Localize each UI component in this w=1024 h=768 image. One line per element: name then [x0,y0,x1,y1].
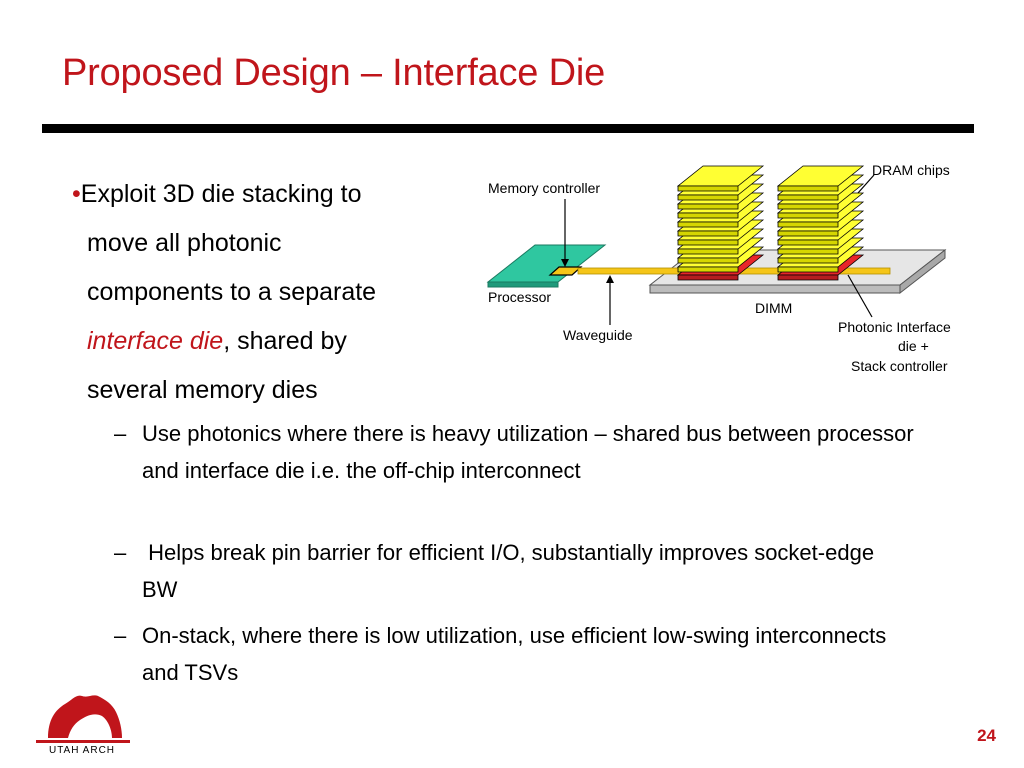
bullet-marker: • [72,180,81,208]
processor-chip [486,244,607,283]
memory-controller-block [548,266,583,276]
sub-bullet-marker: – [114,623,127,648]
sub-bullet-marker: – [114,540,127,565]
label-photonic-line-1: Photonic Interface [838,319,951,335]
processor-edge [487,281,559,288]
sub-bullet-text: On-stack, where there is low utilization… [142,623,887,685]
sub-bullet: – Helps break pin barrier for efficient … [114,534,914,608]
label-photonic-line-3: Stack controller [851,358,948,374]
arrow-dram-chips [857,174,875,194]
sub-bullet: – Use photonics where there is heavy uti… [114,415,914,489]
dram-chip-edge [777,185,839,192]
arrow-photonic-interface [847,274,873,318]
dimm-board-side [899,248,946,295]
dram-stack-1 [676,165,765,281]
label-dram-chips: DRAM chips [872,162,950,178]
title-divider [42,124,974,133]
slide-title: Proposed Design – Interface Die [62,52,606,94]
main-bullet-line-5: several memory dies [87,376,318,404]
main-bullet: •Exploit 3D die stacking to move all pho… [72,170,462,415]
label-memory-controller: Memory controller [488,180,600,196]
sub-bullet-text: Use photonics where there is heavy utili… [142,421,914,483]
dram-chip-edge [777,239,839,246]
dram-chip-edge [677,230,739,237]
dram-chip-edge [677,239,739,246]
page-number: 24 [977,726,996,745]
dram-chip-edge [677,221,739,228]
dram-chip-edge [677,185,739,192]
dram-chip-edge [677,212,739,219]
logo-base [36,740,130,743]
label-dimm: DIMM [755,300,792,316]
dram-chip-edge [677,266,739,273]
dram-stack-2 [776,165,865,281]
dram-chip-edge [677,194,739,201]
dram-chip-edge [777,266,839,273]
label-waveguide: Waveguide [563,327,633,343]
dram-chip-edge [677,257,739,264]
arrowhead-waveguide [606,275,614,283]
label-photonic-line-2: die + [898,338,929,354]
dram-chip-edge [677,248,739,255]
dram-chip-edge [777,230,839,237]
arch-icon [48,695,122,738]
main-bullet-line-1: •Exploit 3D die stacking to [72,180,362,208]
main-bullet-line-2: move all photonic [87,229,282,257]
utah-arch-logo: UTAH ARCH [36,695,130,755]
logo-text: UTAH ARCH [49,745,115,755]
dram-chip-edge [777,203,839,210]
interface-die-diagram: Memory controller Processor Waveguide DR… [486,162,951,374]
sub-bullet-marker: – [114,421,127,446]
dram-chip-edge [777,194,839,201]
dram-chip-edge [777,212,839,219]
label-processor: Processor [488,289,551,305]
sub-bullet-text: Helps break pin barrier for efficient I/… [142,540,881,602]
dram-chip-edge [777,248,839,255]
main-bullet-line-4: interface die, shared by [87,327,347,355]
dimm-board-edge [649,284,901,294]
dram-chip-edge [777,221,839,228]
emphasis-interface-die: interface die [87,327,224,355]
dram-chip-edge [777,257,839,264]
sub-bullet: – On-stack, where there is low utilizati… [114,617,914,691]
main-bullet-line-3: components to a separate [87,278,377,306]
arrowhead-memory-controller [561,259,569,267]
dram-chip-edge [677,203,739,210]
